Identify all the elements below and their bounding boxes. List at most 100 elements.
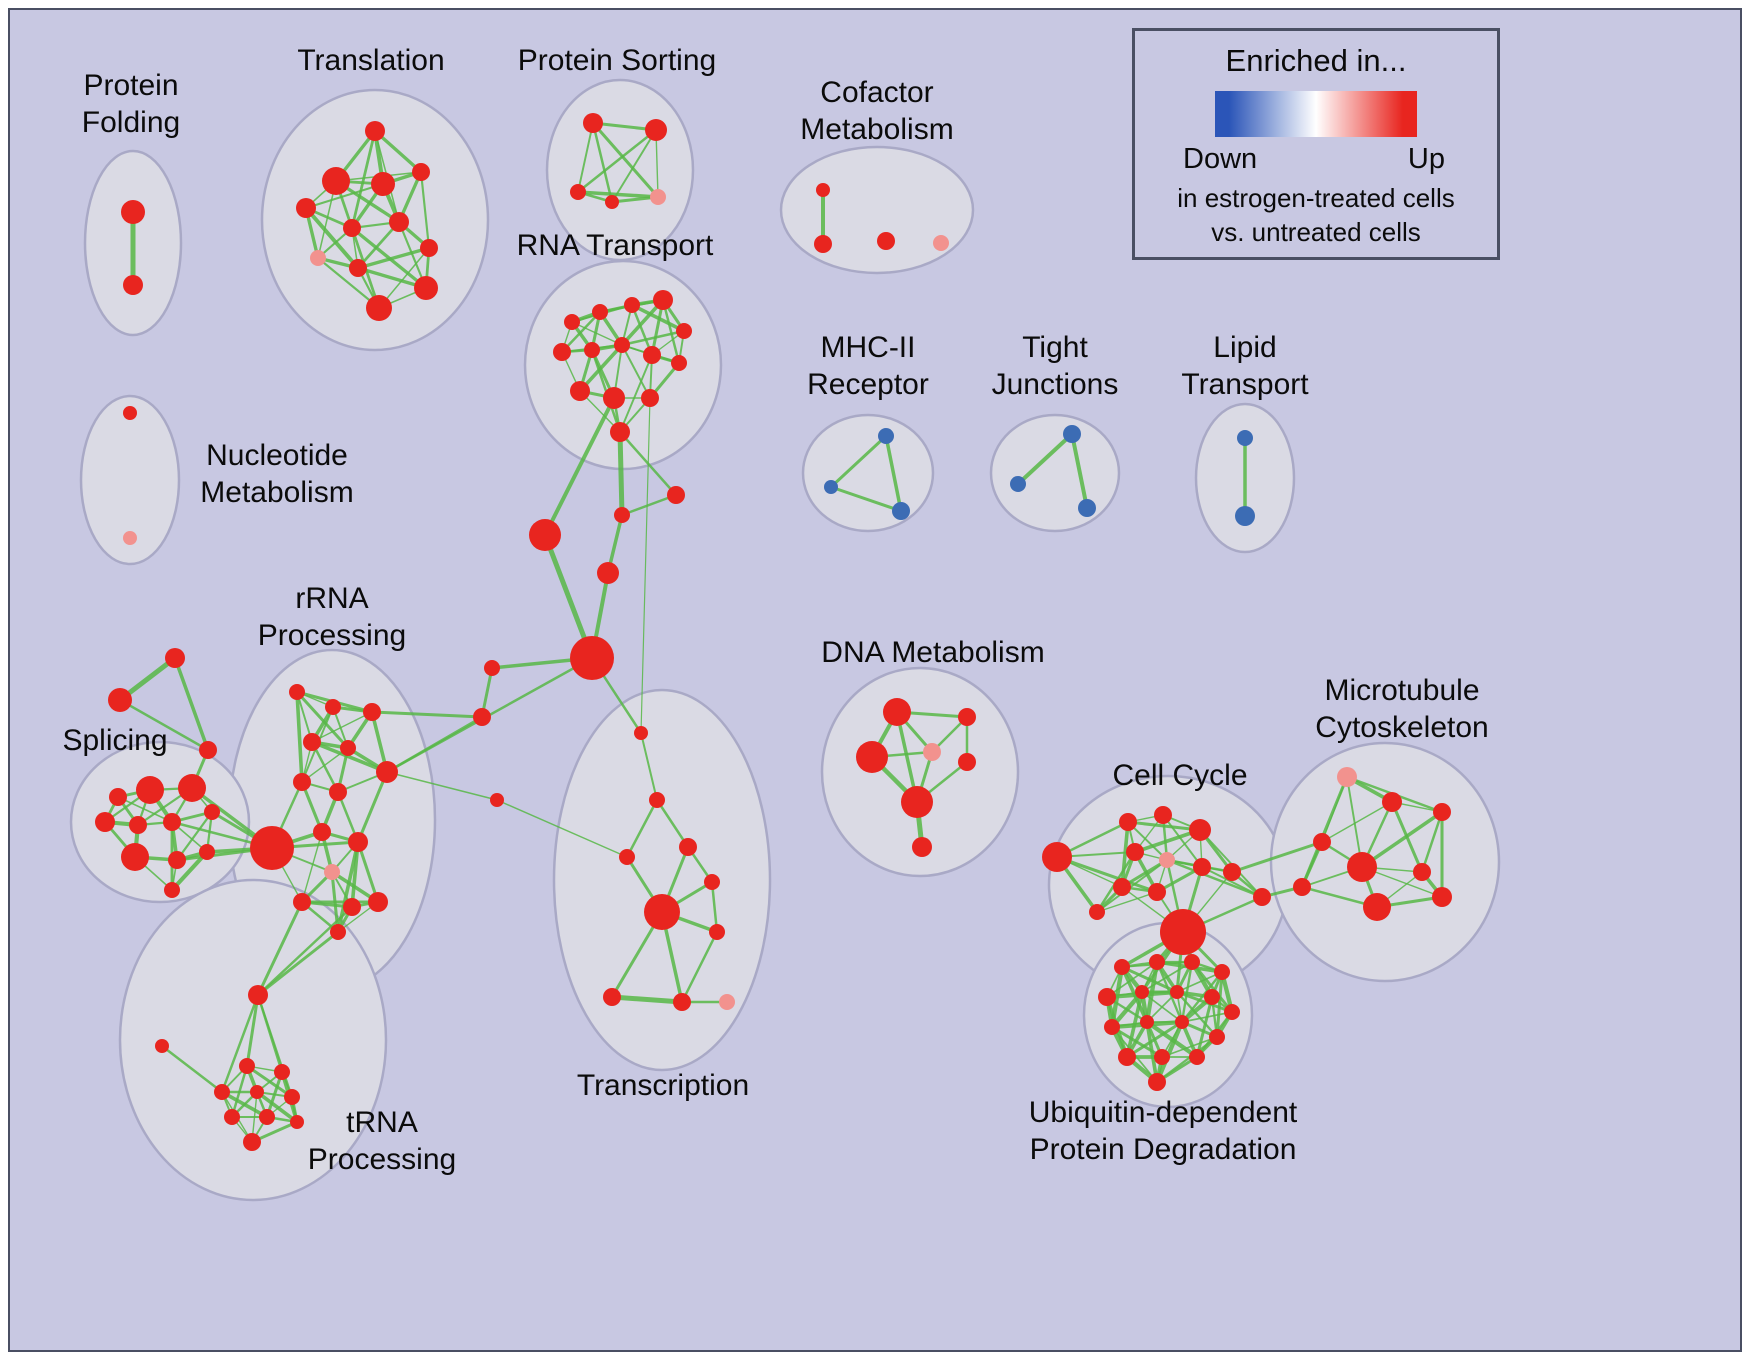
gene-set-node-tp6 (250, 1085, 264, 1099)
gene-set-node-r7 (293, 773, 311, 791)
network-edge (625, 798, 659, 859)
gene-set-node-rt2 (592, 304, 608, 320)
network-edge (330, 870, 340, 934)
gene-set-node-c7 (490, 793, 504, 807)
gene-set-node-c3 (667, 486, 685, 504)
gene-set-node-u7 (1170, 985, 1184, 999)
gene-set-node-tp3 (239, 1058, 255, 1074)
gene-set-node-r15 (330, 924, 346, 940)
network-edge (620, 329, 686, 347)
gene-set-node-lt1 (1237, 430, 1253, 446)
gene-set-node-tx8 (603, 988, 621, 1006)
gene-set-node-d5 (958, 753, 976, 771)
network-edge (304, 206, 360, 270)
network-edge (256, 930, 340, 997)
gene-set-node-m1 (1337, 767, 1357, 787)
gene-set-node-d1 (883, 698, 911, 726)
gene-set-node-cc2 (1119, 813, 1137, 831)
network-edge (378, 247, 430, 309)
gene-set-node-c1 (529, 519, 561, 551)
network-edge (1321, 801, 1393, 843)
gene-set-node-m3 (1433, 803, 1451, 821)
network-edge (640, 732, 658, 801)
network-edge (356, 246, 431, 270)
gene-set-node-t3 (296, 198, 316, 218)
gene-set-node-mh2 (824, 480, 838, 494)
gene-set-node-s10 (199, 844, 215, 860)
gene-set-node-cc8 (1223, 863, 1241, 881)
gene-set-node-cc5 (1126, 843, 1144, 861)
gene-set-node-tp7 (284, 1089, 300, 1105)
gene-set-node-u11 (1140, 1015, 1154, 1029)
gene-set-node-c5 (484, 660, 500, 676)
network-edge (256, 900, 304, 997)
gene-set-node-r12 (293, 893, 311, 911)
network-edge (118, 698, 210, 752)
gene-set-node-u4 (1214, 964, 1230, 980)
node-layer (95, 113, 1452, 1151)
gene-set-node-m7 (1293, 878, 1311, 896)
network-edge (560, 310, 602, 354)
network-edge (356, 220, 401, 270)
cluster-label-transcription: Transcription (577, 1069, 749, 1102)
network-edge (169, 849, 210, 893)
legend-scale-labels: Down Up (1135, 143, 1497, 176)
network-edge (710, 880, 719, 934)
network-edge (1360, 810, 1444, 869)
cluster-ellipse-mhc-ii-receptor (801, 413, 935, 533)
network-edge (310, 740, 340, 794)
legend-caption-line1: in estrogen-treated cells (1177, 183, 1455, 213)
network-edge (386, 771, 498, 801)
legend-up-label: Up (1407, 143, 1445, 175)
network-edge (370, 710, 484, 719)
gene-set-node-t12 (366, 295, 392, 321)
network-edge (1144, 1019, 1200, 1060)
gene-set-node-mh1 (878, 428, 894, 444)
network-edge (1230, 840, 1324, 874)
network-edge (295, 690, 304, 784)
network-edge (620, 298, 665, 347)
gene-set-node-cm4 (933, 235, 949, 251)
gene-set-node-tx4 (619, 849, 635, 865)
gene-set-node-s7 (204, 804, 220, 820)
network-edge (1127, 821, 1168, 861)
network-edge (829, 485, 903, 513)
gene-set-node-tp4 (274, 1064, 290, 1080)
network-edge (1133, 828, 1202, 854)
legend-caption: in estrogen-treated cells vs. untreated … (1135, 182, 1497, 250)
gene-set-node-tj2 (1010, 476, 1026, 492)
network-edge (591, 121, 614, 204)
gene-set-node-nm2 (123, 531, 137, 545)
cluster-ellipse-transcription (552, 688, 772, 1072)
gene-set-node-d2 (958, 708, 976, 726)
network-edge (1161, 1036, 1218, 1058)
gene-set-node-hub1 (250, 826, 294, 870)
network-edge (350, 226, 428, 290)
network-edge (350, 129, 377, 230)
gene-set-node-ps2 (645, 119, 667, 141)
gene-set-node-r4 (303, 733, 321, 751)
gene-set-node-ps1 (583, 113, 603, 133)
gene-set-node-tx5 (644, 894, 680, 930)
gene-set-node-r9 (313, 823, 331, 841)
network-edge (160, 1044, 224, 1094)
network-edge (1106, 961, 1158, 998)
gene-set-node-t7 (389, 212, 409, 232)
network-edge (577, 122, 594, 193)
network-edge (1055, 855, 1159, 894)
gene-set-node-u8 (1204, 989, 1220, 1005)
network-edge (1420, 810, 1444, 874)
gene-set-node-cc1 (1042, 842, 1072, 872)
network-edge (311, 711, 373, 743)
network-edge (1175, 990, 1234, 1014)
network-edge (1162, 814, 1203, 868)
gene-set-node-tx6 (704, 874, 720, 890)
gene-set-node-tp8 (224, 1109, 240, 1125)
gene-set-node-rt10 (671, 355, 687, 371)
gene-set-node-tj3 (1078, 499, 1096, 517)
